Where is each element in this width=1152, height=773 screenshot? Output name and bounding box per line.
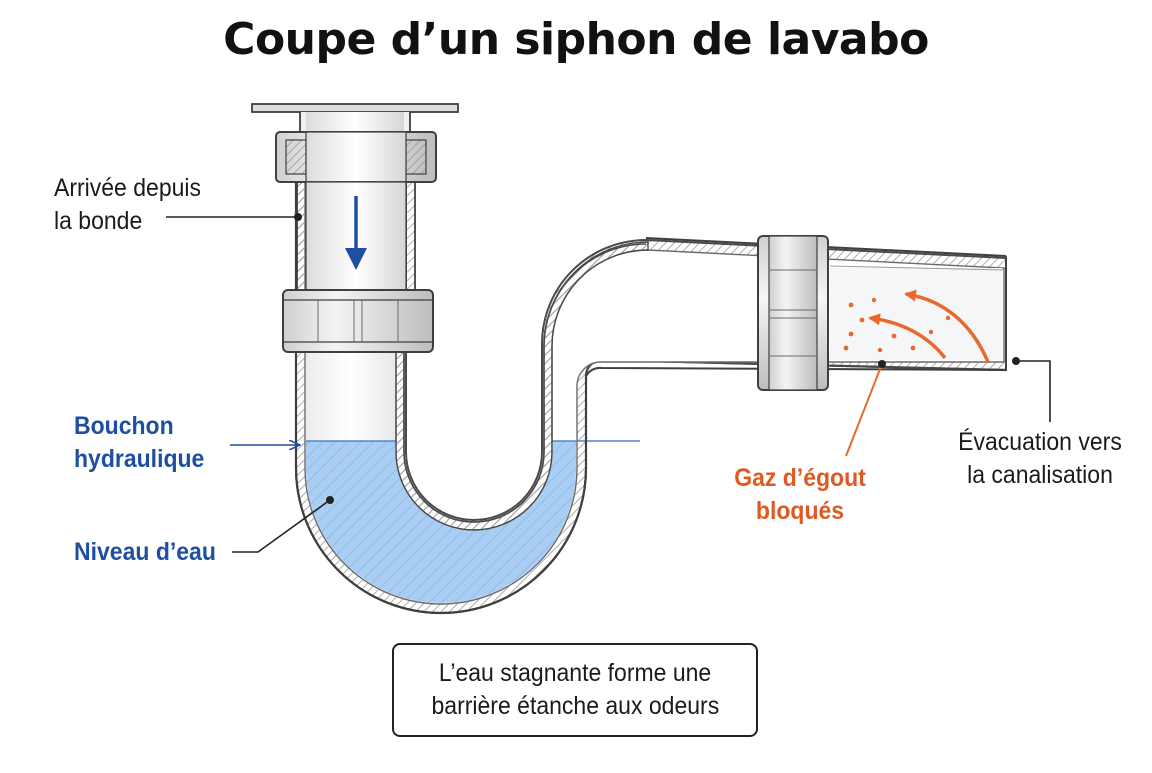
label-gas-line1: Gaz d’égout	[734, 464, 866, 492]
label-gas: Gaz d’égout bloqués	[708, 462, 892, 528]
label-gas-line2: bloqués	[755, 497, 845, 525]
down-arrow-icon	[345, 196, 367, 270]
water-seal	[306, 441, 576, 603]
outlet-nut	[757, 235, 829, 391]
label-seal-line2: hydraulique	[74, 445, 205, 473]
explanation-line1: L’eau stagnante forme une	[438, 659, 712, 687]
explanation-line2: barrière étanche aux odeurs	[431, 692, 719, 720]
label-outlet-line2: la canalisation	[967, 461, 1113, 489]
label-outlet-line1: Évacuation vers	[958, 428, 1122, 456]
upper-nut	[275, 131, 437, 183]
label-seal: Bouchon hydraulique	[74, 410, 204, 476]
label-inlet-line2: la bonde	[54, 207, 143, 235]
slip-nut	[282, 289, 434, 353]
label-inlet-line1: Arrivée depuis	[54, 174, 202, 202]
explanation-box: L’eau stagnante forme une barrière étanc…	[392, 643, 758, 737]
curved-arrow-icon	[868, 289, 990, 363]
label-seal-line1: Bouchon	[74, 412, 174, 440]
label-water-level: Niveau d’eau	[74, 538, 216, 566]
drain-flange	[251, 103, 459, 133]
label-outlet: Évacuation vers la canalisation	[948, 426, 1132, 492]
leader-lines	[166, 213, 1051, 553]
diagram-title: Coupe d’un siphon de lavabo	[223, 14, 929, 65]
label-inlet: Arrivée depuis la bonde	[54, 172, 201, 238]
gas-dots	[843, 297, 951, 353]
